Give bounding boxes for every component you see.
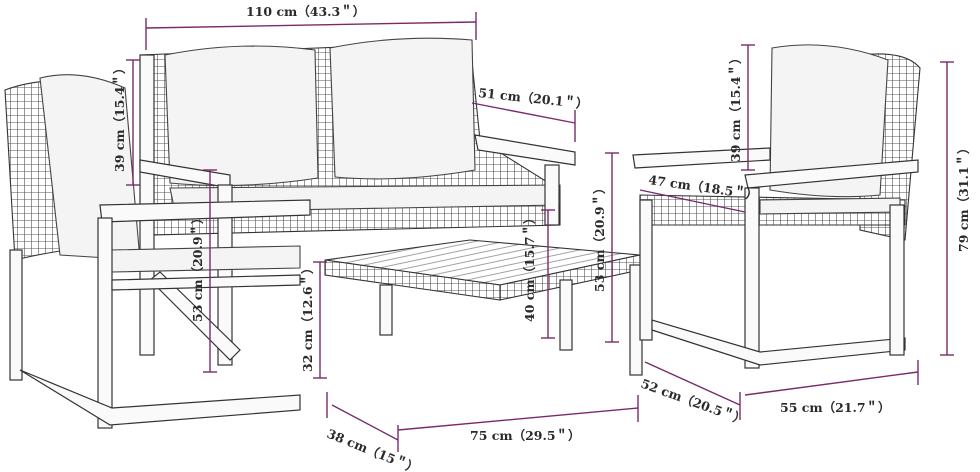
label-sofa-back-height: 39 cm（15.4＂） [112, 61, 127, 172]
label-table-depth: 38 cm（15＂） [325, 426, 421, 472]
dimension-lines [126, 12, 954, 452]
label-sofa-seat-height: 53 cm（20.9＂） [190, 211, 205, 322]
coffee-table-illustration [324, 239, 643, 376]
label-table-height: 32 cm（12.6＂） [300, 261, 315, 372]
label-chair-width: 55 cm（21.7＂） [780, 400, 891, 415]
sofa-illustration [139, 37, 576, 366]
label-chair-back: 39 cm（15.4＂） [728, 51, 743, 162]
label-center-seat: 53 cm（20.9＂） [592, 181, 607, 292]
label-table-width: 75 cm（29.5＂） [470, 428, 581, 443]
label-chair-total-height: 79 cm（31.1＂） [956, 141, 971, 252]
label-center-inner: 40 cm（15.7＂） [522, 211, 537, 322]
right-armchair-illustration [632, 44, 921, 369]
left-armchair-illustration [4, 74, 311, 429]
label-sofa-width: 110 cm（43.3＂） [246, 4, 365, 19]
